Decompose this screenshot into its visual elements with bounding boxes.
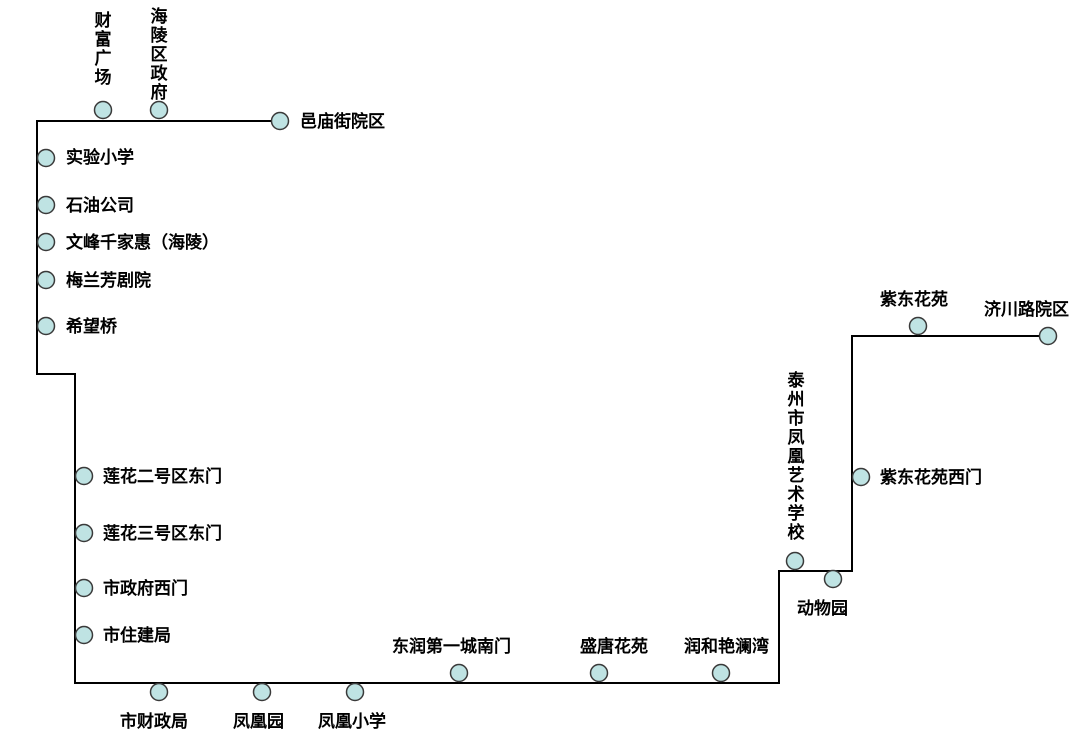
stop-marker [36,232,56,252]
stop-label-yimiaojie: 邑庙街院区 [300,112,385,132]
stop-marker [36,195,56,215]
stop-label-lianhua-2: 莲花二号区东门 [103,467,222,487]
stop-marker [589,663,609,683]
stop-label-shiyan-xiaoxue: 实验小学 [66,148,134,168]
stops-layer [36,100,1058,702]
stop-label-caizhengju: 市财政局 [120,712,188,732]
stop-marker [149,100,169,120]
stop-marker [908,316,928,336]
stop-label-zhujianju: 市住建局 [103,626,171,646]
stop-label-hailing-district-gov: 海陵区政府 [150,7,168,103]
stop-marker [93,100,113,120]
stop-label-wenfeng-qianjiahui: 文峰千家惠（海陵） [66,233,219,253]
stop-label-shizhengfu-ximen: 市政府西门 [103,579,188,599]
stop-marker [711,663,731,683]
stop-label-caifu-guangchang: 财富广场 [94,11,112,88]
stop-marker [252,682,272,702]
stop-label-zidong: 紫东花苑 [880,290,948,310]
stop-marker [74,466,94,486]
stop-marker [149,682,169,702]
stop-label-fenghuang-art-school: 泰州市凤凰艺术学校 [787,371,805,543]
stop-marker [74,625,94,645]
stop-label-shengtang: 盛唐花苑 [580,637,648,657]
stop-label-fenghuangyuan: 凤凰园 [233,712,284,732]
stop-marker [270,111,290,131]
stop-marker [449,663,469,683]
stop-marker [36,270,56,290]
stop-label-fenghuang-xiaoxue: 凤凰小学 [318,712,386,732]
stop-marker [74,578,94,598]
stop-label-runhe: 润和艳澜湾 [684,637,769,657]
stop-label-meilanfang: 梅兰芳剧院 [66,271,151,291]
stop-label-dongwuyuan: 动物园 [797,599,848,619]
stop-marker [36,316,56,336]
route-line [36,120,1048,684]
stop-label-zidong-ximen: 紫东花苑西门 [880,468,982,488]
stop-label-xiwangqiao: 希望桥 [66,317,117,337]
stop-label-jichuanlu: 济川路院区 [984,300,1069,320]
stop-label-dongrun: 东润第一城南门 [392,637,511,657]
stop-marker [36,148,56,168]
stop-label-shiyou-gongsi: 石油公司 [66,196,134,216]
stop-marker [823,569,843,589]
stop-marker [345,682,365,702]
stop-marker [785,551,805,571]
stop-marker [851,467,871,487]
stop-marker [74,523,94,543]
stop-label-lianhua-3: 莲花三号区东门 [103,524,222,544]
stop-marker [1038,326,1058,346]
